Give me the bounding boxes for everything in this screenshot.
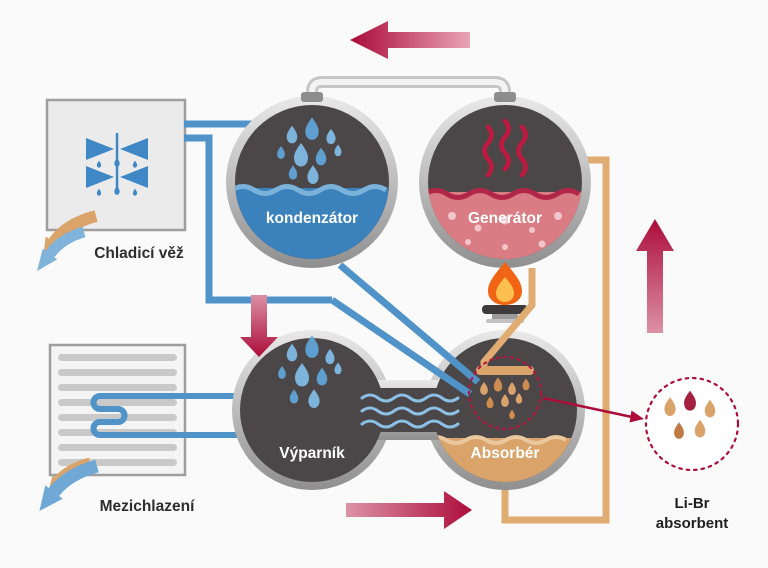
libr-label-line1: Li-Br (675, 495, 710, 512)
flow-arrows (240, 21, 674, 529)
pipe-cap (494, 92, 516, 102)
cooling-tower (37, 98, 187, 271)
flow-arrow-right-icon (346, 491, 472, 529)
evaporator-interior (240, 338, 384, 482)
intercooler-label: Mezichlazení (100, 498, 195, 515)
flow-arrow-down-icon (240, 295, 278, 357)
libr-label-line2: absorbent (656, 515, 729, 532)
cooling-tower-label: Chladicí věž (94, 245, 184, 262)
top-connecting-pipe (306, 76, 511, 110)
flow-arrow-up-icon (636, 219, 674, 333)
generator-label: Generátor (468, 210, 542, 227)
vapor-waves-icon (360, 393, 460, 429)
chilled-water-coil-pipe (90, 393, 252, 438)
libr-highlight-ring (468, 356, 542, 430)
libr-link-arrow-icon (542, 396, 644, 423)
condenser-label: kondenzátor (266, 210, 358, 227)
cooling-water-pipe-diagonal (330, 297, 472, 397)
cool-air-in-arrow-icon (39, 459, 99, 511)
heat-wave-icon (482, 118, 528, 178)
heat-exchanger-icon (86, 133, 148, 196)
burner-flame-icon (482, 262, 528, 323)
intercooler-box (48, 343, 187, 477)
pipe-cap (301, 92, 323, 102)
spray-manifold (476, 366, 534, 375)
flow-arrow-left-icon (350, 21, 470, 59)
cool-air-in-arrow-icon (37, 226, 86, 271)
absorber-spray (476, 366, 534, 419)
absorber-label: Absorbér (471, 445, 540, 462)
cooling-water-pipe-diagonal (337, 262, 481, 385)
intercooler (39, 343, 252, 511)
bubbles (448, 212, 562, 250)
evaporator-label: Výparník (279, 445, 345, 462)
solution-pipes (501, 156, 610, 524)
libr-absorbent-badge (644, 376, 740, 472)
